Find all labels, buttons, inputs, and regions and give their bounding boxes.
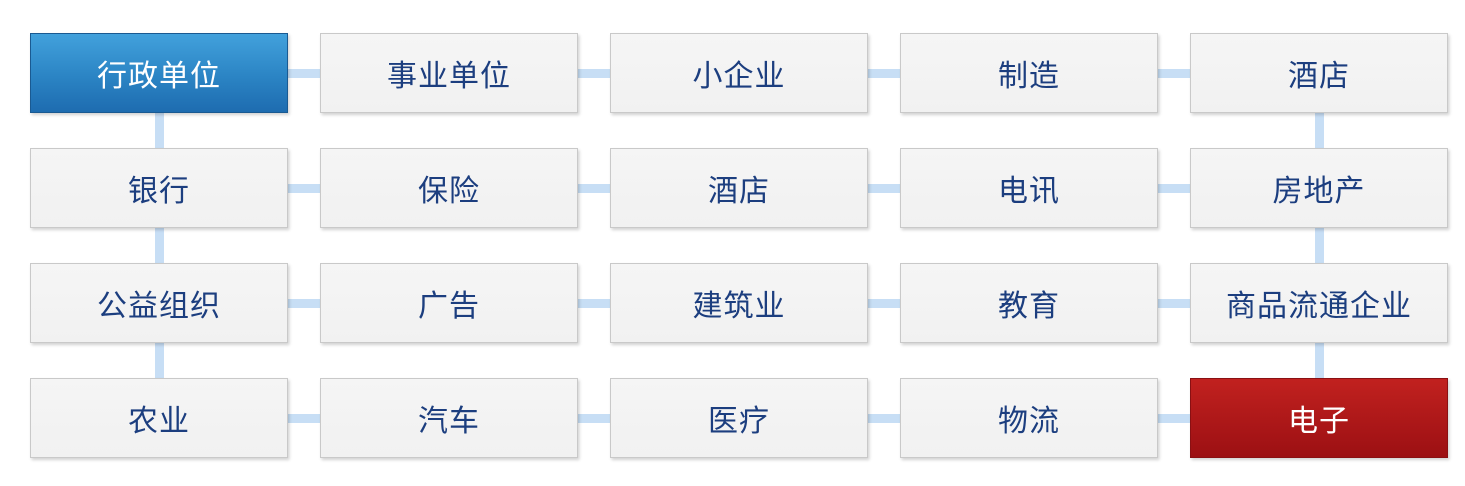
diagram-node[interactable]: 商品流通企业 [1190,263,1448,343]
diagram-node[interactable]: 制造 [900,33,1158,113]
diagram-node[interactable]: 酒店 [1190,33,1448,113]
horizontal-connector [578,298,610,308]
vertical-connector [1314,343,1324,378]
diagram-node[interactable]: 公益组织 [30,263,288,343]
diagram-node[interactable]: 小企业 [610,33,868,113]
diagram-node[interactable]: 电讯 [900,148,1158,228]
diagram-node-start[interactable]: 行政单位 [30,33,288,113]
vertical-connector [154,228,164,263]
horizontal-connector [868,183,900,193]
diagram-node-end[interactable]: 电子 [1190,378,1448,458]
diagram-node[interactable]: 房地产 [1190,148,1448,228]
horizontal-connector [578,183,610,193]
diagram-node[interactable]: 医疗 [610,378,868,458]
horizontal-connector [1158,298,1190,308]
diagram-node[interactable]: 广告 [320,263,578,343]
diagram-node[interactable]: 酒店 [610,148,868,228]
horizontal-connector [1158,68,1190,78]
horizontal-connector [1158,413,1190,423]
horizontal-connector [868,298,900,308]
vertical-connector [1314,113,1324,148]
horizontal-connector [578,68,610,78]
horizontal-connector [288,298,320,308]
diagram-node[interactable]: 保险 [320,148,578,228]
vertical-connector [154,343,164,378]
horizontal-connector [288,68,320,78]
diagram-node[interactable]: 建筑业 [610,263,868,343]
horizontal-connector [288,413,320,423]
vertical-connector [1314,228,1324,263]
diagram-node[interactable]: 物流 [900,378,1158,458]
diagram-node[interactable]: 汽车 [320,378,578,458]
horizontal-connector [868,68,900,78]
horizontal-connector [868,413,900,423]
horizontal-connector [578,413,610,423]
horizontal-connector [288,183,320,193]
diagram-node[interactable]: 农业 [30,378,288,458]
diagram-node[interactable]: 事业单位 [320,33,578,113]
vertical-connector [154,113,164,148]
horizontal-connector [1158,183,1190,193]
diagram-node[interactable]: 银行 [30,148,288,228]
diagram-node[interactable]: 教育 [900,263,1158,343]
